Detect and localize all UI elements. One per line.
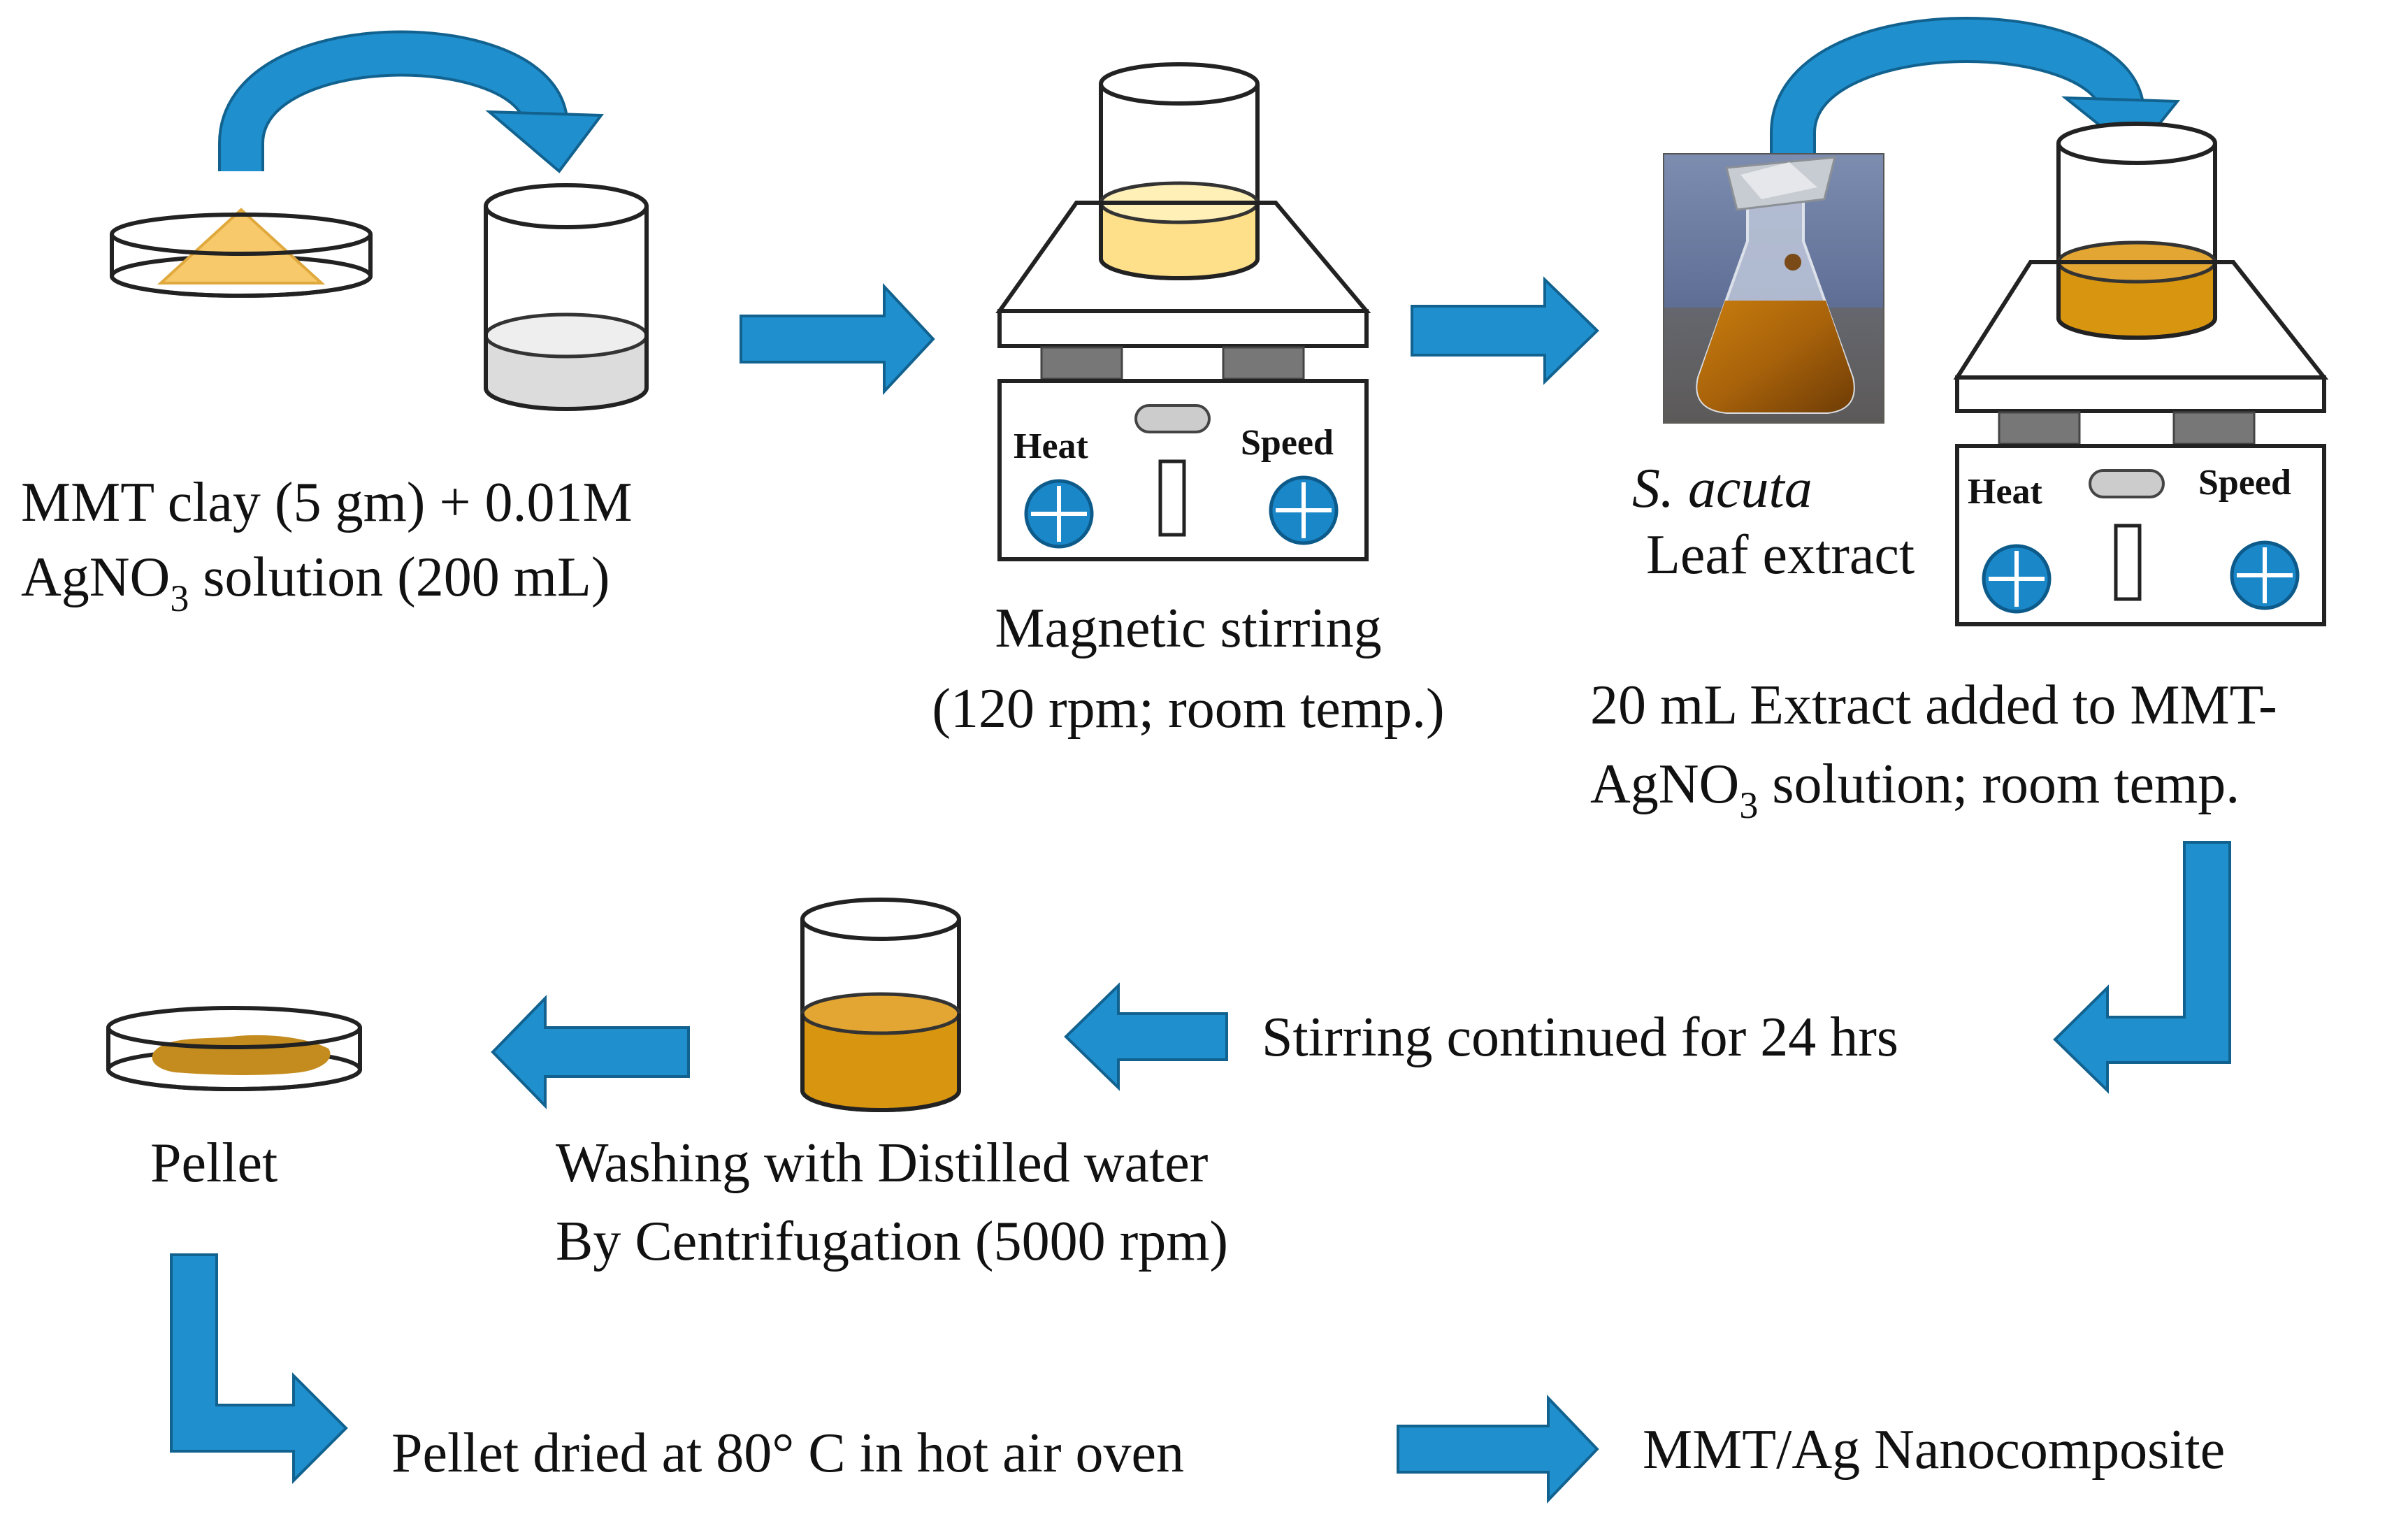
step6-text: Pellet [150, 1132, 277, 1194]
arrow-left-2-icon [491, 995, 690, 1109]
step1-line1: MMT clay (5 gm) + 0.01M [21, 472, 633, 533]
step2-line1: Magnetic stirring [995, 598, 1381, 659]
extract-species: S. acuta [1632, 458, 1812, 519]
step1-line2: AgNO3 solution (200 mL) [21, 547, 610, 619]
step4-text: Stirring continued for 24 hrs [1262, 1007, 1898, 1068]
extract-line2: Leaf extract [1646, 524, 1915, 586]
stirrer2-speed-label: Speed [2198, 463, 2291, 503]
step5-line1: Washing with Distilled water [556, 1132, 1208, 1194]
beaker-clear-icon [484, 183, 649, 411]
stirrer1-speed-label: Speed [1241, 423, 1334, 463]
petri-dish-clay-icon [110, 208, 373, 298]
arrow-right-2-icon [1411, 276, 1599, 385]
step7-text: Pellet dried at 80° C in hot air oven [391, 1423, 1184, 1484]
beaker-washed-icon [800, 898, 961, 1112]
step3-line1: 20 mL Extract added to MMT- [1590, 675, 2277, 736]
magnetic-stirrer-1-icon [995, 62, 1371, 561]
curved-arrow-1-icon [218, 30, 604, 173]
flask-photo-icon [1663, 153, 1884, 424]
arrow-right-1-icon [740, 282, 935, 396]
step3-line2: AgNO3 solution; room temp. [1590, 754, 2240, 826]
elbow-arrow-down-left-icon [2053, 841, 2231, 1094]
step2-line2: (120 rpm; room temp.) [932, 678, 1444, 740]
step8-text: MMT/Ag Nanocomposite [1643, 1419, 2225, 1481]
step5-line2: By Centrifugation (5000 rpm) [556, 1211, 1228, 1272]
stirrer1-heat-label: Heat [1014, 426, 1089, 466]
arrow-left-1-icon [1064, 982, 1228, 1091]
magnetic-stirrer-2-icon [1953, 122, 2329, 626]
elbow-arrow-down-right-icon [170, 1253, 348, 1484]
petri-dish-pellet-icon [106, 1006, 362, 1091]
stirrer2-heat-label: Heat [1968, 472, 2043, 512]
arrow-right-3-icon [1397, 1395, 1599, 1504]
